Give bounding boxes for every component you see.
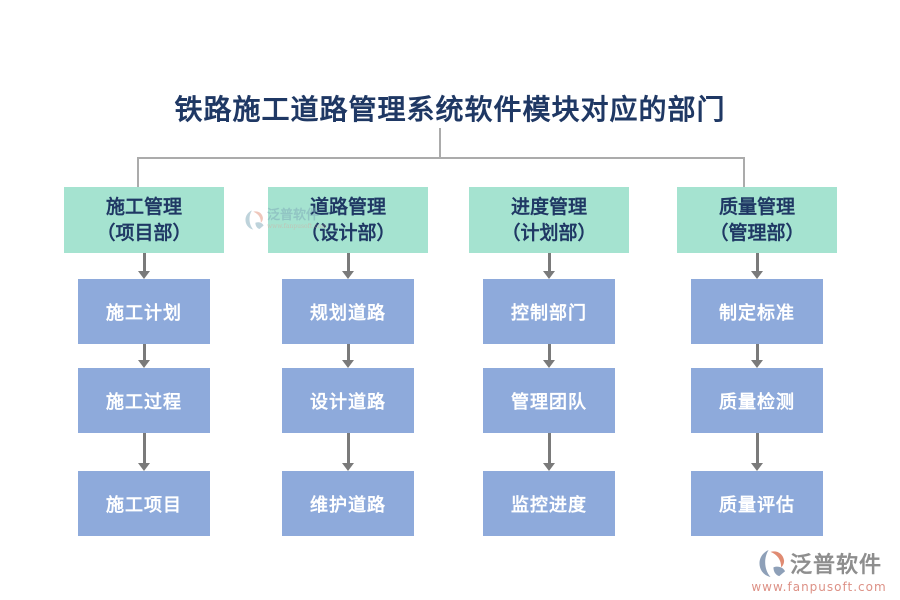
down-arrow-icon xyxy=(138,253,150,279)
module-box: 制定标准 xyxy=(691,279,823,344)
column-road-management: 道路管理 （设计部） 规划道路 设计道路 维护道路 xyxy=(268,187,428,536)
department-name: 进度管理 xyxy=(510,196,587,218)
diagram-title: 铁路施工道路管理系统软件模块对应的部门 xyxy=(174,93,726,126)
footer-logo-url: www.fanpusoft.com xyxy=(751,580,887,594)
module-box: 施工过程 xyxy=(78,368,210,433)
connector-right-drop xyxy=(743,158,745,188)
department-unit: （项目部） xyxy=(96,222,192,244)
department-box: 施工管理 （项目部） xyxy=(64,187,224,253)
module-box: 施工计划 xyxy=(78,279,210,344)
module-box: 质量检测 xyxy=(691,368,823,433)
module-box: 监控进度 xyxy=(483,471,615,536)
down-arrow-icon xyxy=(342,433,354,471)
connector-horizontal-bar xyxy=(137,157,745,159)
down-arrow-icon xyxy=(751,433,763,471)
department-name: 质量管理 xyxy=(718,196,795,218)
module-box: 控制部门 xyxy=(483,279,615,344)
down-arrow-icon xyxy=(138,344,150,368)
department-unit: （设计部） xyxy=(300,222,396,244)
down-arrow-icon xyxy=(751,344,763,368)
department-unit: （计划部） xyxy=(501,222,597,244)
down-arrow-icon xyxy=(543,433,555,471)
department-unit: （管理部） xyxy=(709,222,805,244)
column-progress-management: 进度管理 （计划部） 控制部门 管理团队 监控进度 xyxy=(469,187,629,536)
module-box: 维护道路 xyxy=(282,471,414,536)
connector-left-drop xyxy=(137,158,139,188)
department-box: 质量管理 （管理部） xyxy=(677,187,837,253)
column-quality-management: 质量管理 （管理部） 制定标准 质量检测 质量评估 xyxy=(677,187,837,536)
department-box: 道路管理 （设计部） xyxy=(268,187,428,253)
department-box: 进度管理 （计划部） xyxy=(469,187,629,253)
module-box: 设计道路 xyxy=(282,368,414,433)
department-name: 道路管理 xyxy=(309,196,386,218)
fanpu-footer-logo: 泛普软件 www.fanpusoft.com xyxy=(745,547,893,594)
footer-logo-name: 泛普软件 xyxy=(789,552,882,578)
down-arrow-icon xyxy=(751,253,763,279)
connector-title-stem xyxy=(439,128,441,158)
module-box: 施工项目 xyxy=(78,471,210,536)
column-construction-management: 施工管理 （项目部） 施工计划 施工过程 施工项目 xyxy=(64,187,224,536)
department-name: 施工管理 xyxy=(105,196,182,218)
down-arrow-icon xyxy=(342,253,354,279)
down-arrow-icon xyxy=(138,433,150,471)
module-box: 管理团队 xyxy=(483,368,615,433)
module-box: 规划道路 xyxy=(282,279,414,344)
down-arrow-icon xyxy=(543,253,555,279)
down-arrow-icon xyxy=(543,344,555,368)
fanpu-logo-icon xyxy=(759,549,786,577)
fanpu-logo-icon xyxy=(245,210,264,230)
down-arrow-icon xyxy=(342,344,354,368)
module-box: 质量评估 xyxy=(691,471,823,536)
